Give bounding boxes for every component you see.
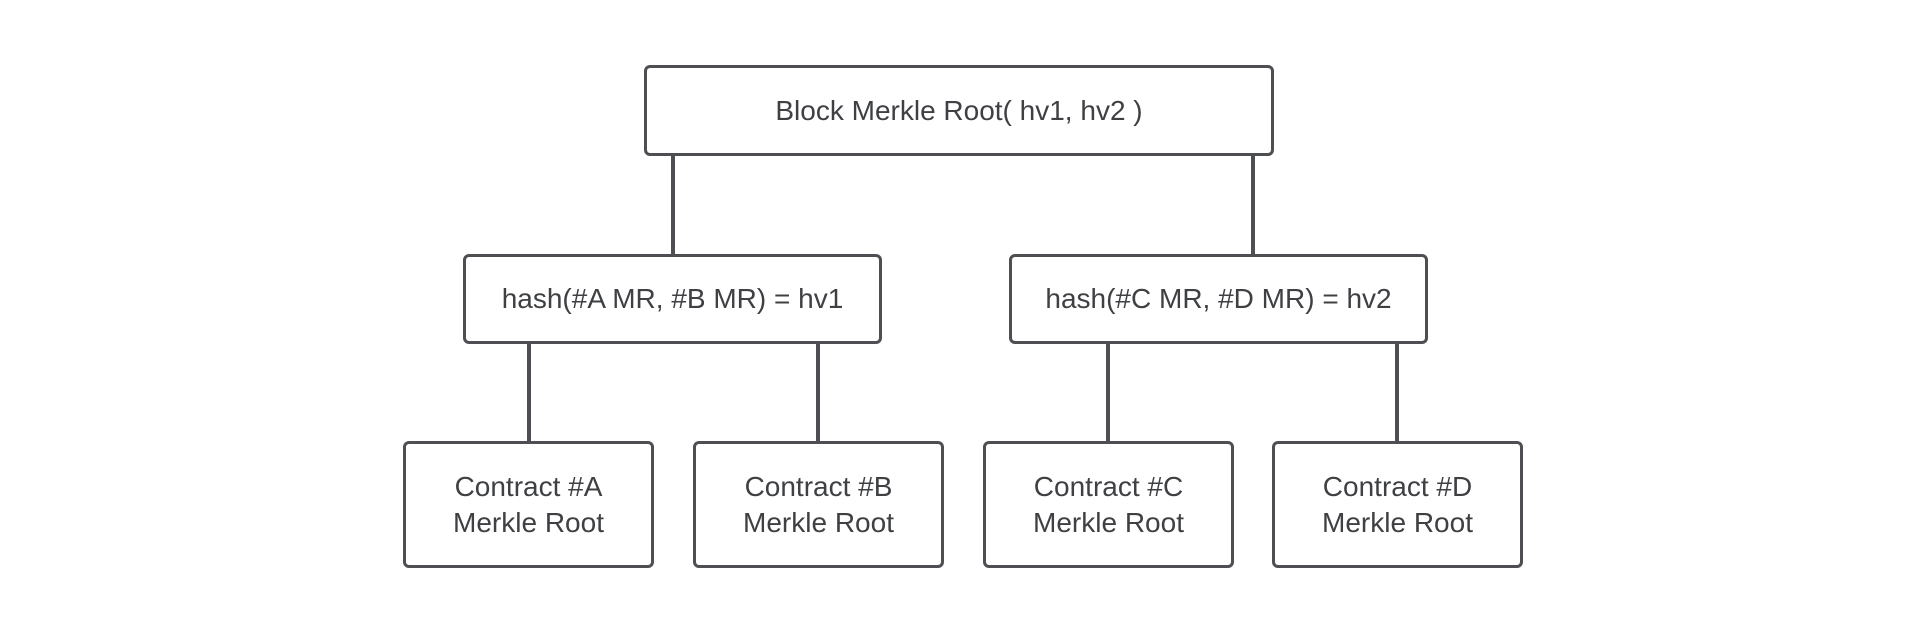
block-merkle-root-label: Block Merkle Root( hv1, hv2 ): [775, 94, 1143, 126]
block-merkle-root-node: Block Merkle Root( hv1, hv2 ): [644, 65, 1274, 156]
contract-a-node: Contract #A Merkle Root: [403, 441, 654, 568]
contract-d-title: Contract #D: [1322, 470, 1473, 502]
contract-a-subtitle: Merkle Root: [453, 506, 604, 538]
hash-hv2-label: hash(#C MR, #D MR) = hv2: [1045, 283, 1392, 314]
contract-c-title: Contract #C: [1033, 470, 1184, 502]
contract-d-subtitle: Merkle Root: [1322, 506, 1473, 538]
contract-d-node: Contract #D Merkle Root: [1272, 441, 1523, 568]
contract-a-title: Contract #A: [454, 470, 603, 502]
contract-b-title: Contract #B: [744, 470, 893, 502]
hash-hv1-label: hash(#A MR, #B MR) = hv1: [501, 283, 844, 314]
contract-b-subtitle: Merkle Root: [743, 506, 894, 538]
hash-hv1-node: hash(#A MR, #B MR) = hv1: [463, 254, 882, 344]
contract-b-node: Contract #B Merkle Root: [693, 441, 944, 568]
hash-hv2-node: hash(#C MR, #D MR) = hv2: [1009, 254, 1428, 344]
contract-c-subtitle: Merkle Root: [1033, 506, 1184, 538]
contract-c-node: Contract #C Merkle Root: [983, 441, 1234, 568]
